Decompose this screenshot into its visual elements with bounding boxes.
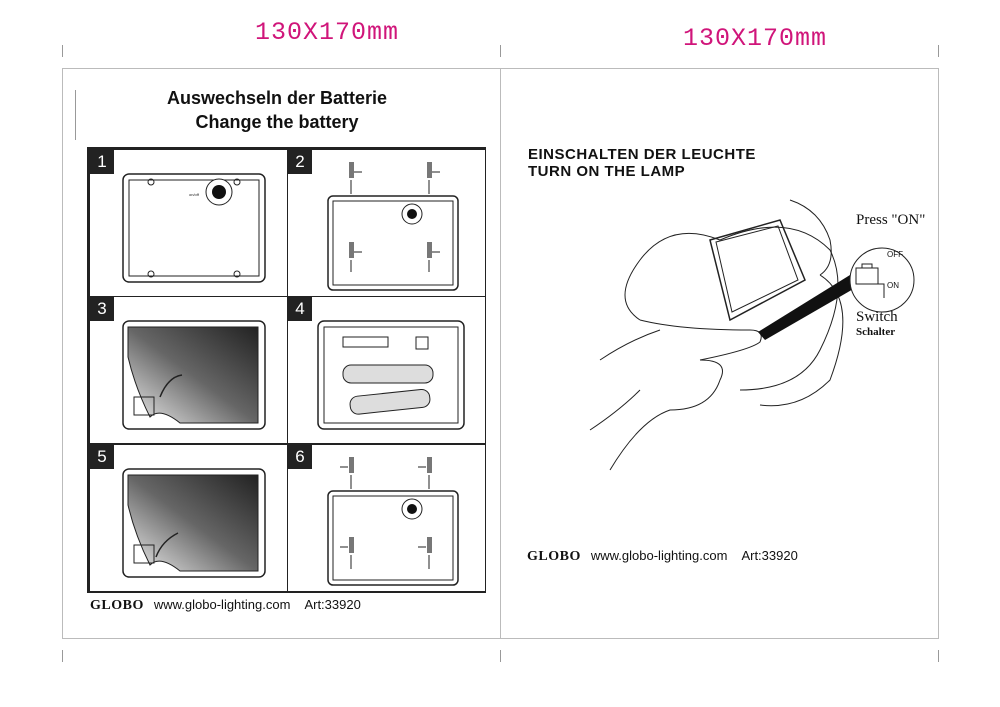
crop-mark — [62, 45, 63, 57]
article-number: Art:33920 — [304, 597, 361, 612]
dimension-label-left: 130X170mm — [255, 18, 400, 47]
dimension-label-right: 130X170mm — [683, 24, 828, 53]
crop-mark — [500, 45, 501, 57]
remove-screws-illustration — [327, 162, 459, 291]
switch-icon — [855, 267, 879, 285]
crop-mark — [500, 650, 501, 662]
steps-grid: 1 on/off 2 3 4 5 6 — [87, 147, 486, 593]
step-number: 4 — [288, 297, 312, 321]
margin-line — [75, 90, 76, 140]
switch-label: Switch — [856, 309, 898, 325]
pointer-beam — [758, 275, 855, 340]
off-label: OFF — [887, 250, 903, 259]
schalter-label: Schalter — [856, 326, 896, 338]
svg-text:on/off: on/off — [189, 192, 200, 197]
step-number: 2 — [288, 150, 312, 174]
on-label: ON — [887, 281, 899, 290]
close-cover-illustration — [122, 468, 266, 578]
left-footer: GLOBO www.globo-lighting.com Art:33920 — [90, 597, 361, 614]
right-footer: GLOBO www.globo-lighting.com Art:33920 — [527, 548, 798, 565]
title-english: Change the battery — [195, 112, 359, 132]
replace-battery-illustration — [317, 320, 465, 430]
website-url: www.globo-lighting.com — [153, 597, 291, 612]
right-page — [500, 68, 939, 639]
right-title-german: EINSCHALTEN DER LEUCHTE — [528, 146, 756, 163]
title-german: Auswechseln der Batterie — [166, 88, 388, 108]
insert-screws-illustration — [327, 457, 459, 586]
step-1: 1 on/off — [89, 149, 288, 297]
step-5: 5 — [89, 444, 288, 592]
step-6: 6 — [287, 444, 486, 592]
step-number: 5 — [90, 445, 114, 469]
step-3: 3 — [89, 296, 288, 444]
hand-pressing-switch-illustration — [589, 199, 915, 471]
globo-logo: GLOBO — [90, 598, 144, 613]
crop-mark — [938, 45, 939, 57]
article-number: Art:33920 — [741, 548, 798, 563]
globo-logo: GLOBO — [527, 549, 581, 564]
press-on-label: Press "ON" — [856, 212, 926, 228]
right-title-english: TURN ON THE LAMP — [528, 163, 686, 180]
step-number: 6 — [288, 445, 312, 469]
step-number: 3 — [90, 297, 114, 321]
lamp-back-illustration: on/off — [122, 173, 266, 283]
website-url: www.globo-lighting.com — [590, 548, 728, 563]
step-2: 2 — [287, 149, 486, 297]
crop-mark — [62, 650, 63, 662]
crop-mark — [938, 650, 939, 662]
step-number: 1 — [90, 150, 114, 174]
step-4: 4 — [287, 296, 486, 444]
open-cover-illustration — [122, 320, 266, 430]
